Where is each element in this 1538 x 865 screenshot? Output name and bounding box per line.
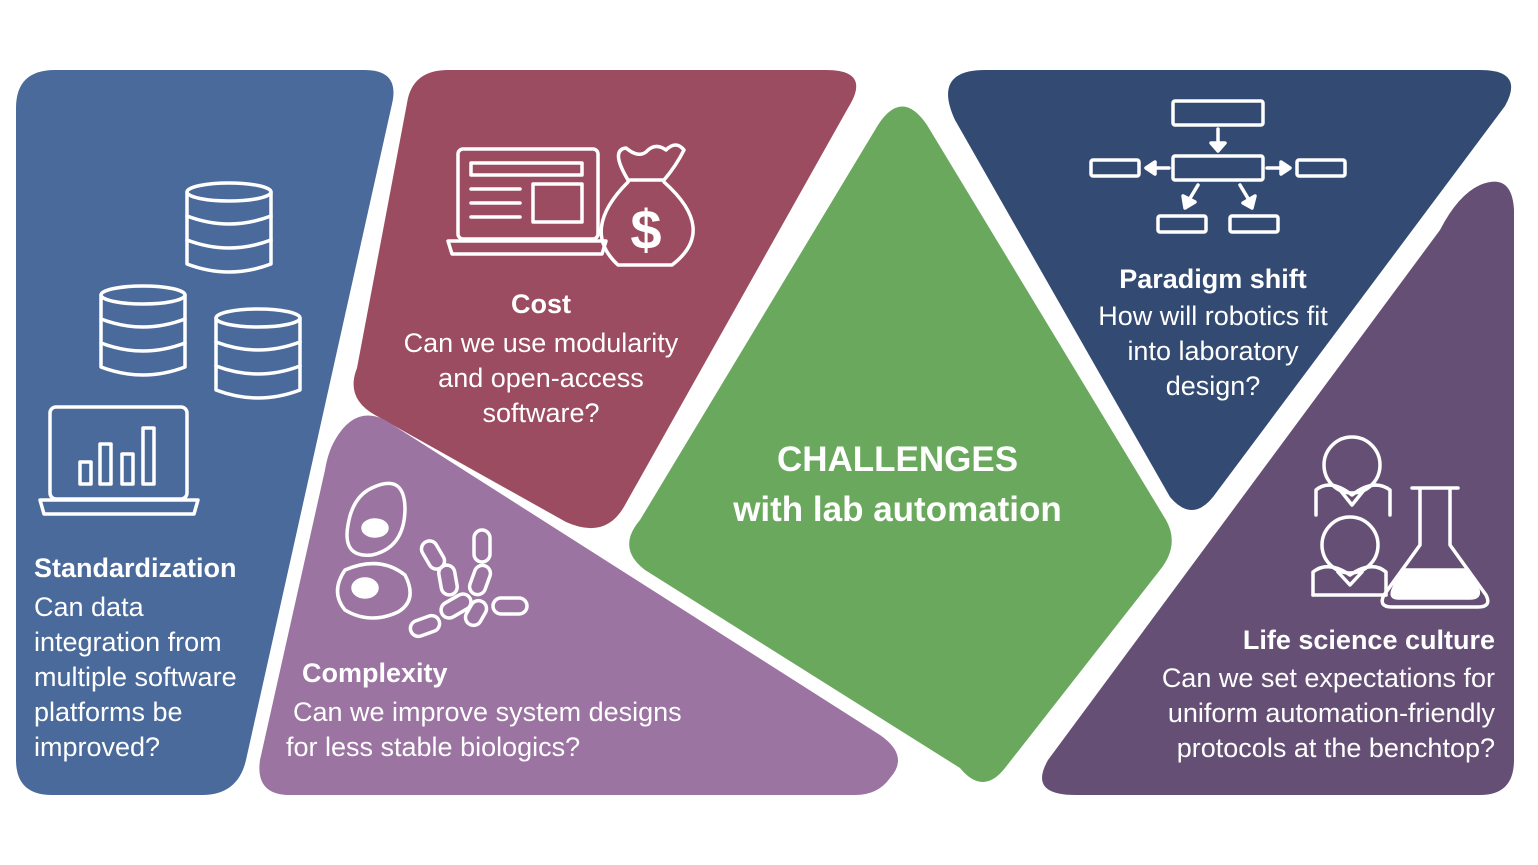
cost-text: Can we use modularity and open-access so… <box>381 326 701 431</box>
cells-icon <box>335 481 412 620</box>
text-line: Can data <box>34 592 144 622</box>
standardization-panel <box>16 70 394 795</box>
paradigm-text: How will robotics fit into laboratory de… <box>1068 299 1358 404</box>
text-line: How will robotics fit <box>1098 301 1328 331</box>
flask-icon <box>1380 486 1490 609</box>
standardization-title: Standardization <box>34 553 237 583</box>
text-line: into laboratory <box>1127 336 1299 366</box>
text-line: for less stable biologics? <box>286 732 581 762</box>
center-title: CHALLENGES <box>776 440 1019 479</box>
text-line: protocols at the benchtop? <box>1176 733 1495 763</box>
paradigm-panel <box>948 70 1512 510</box>
text-line: integration from <box>34 627 222 657</box>
text-line: Can we set expectations for <box>1161 663 1495 693</box>
bacteria-icon <box>408 528 529 639</box>
complexity-panel <box>259 415 898 795</box>
laptop-bar-chart-icon <box>38 405 200 516</box>
complexity-title: Complexity <box>302 658 448 688</box>
dollar-icon: $ <box>630 198 661 261</box>
standardization-text: Can data integration from multiple softw… <box>34 590 264 765</box>
paradigm-title: Paradigm shift <box>1119 264 1307 294</box>
cost-title: Cost <box>511 289 571 319</box>
laptop-icon <box>446 147 608 256</box>
database-stack-icon <box>99 181 302 400</box>
culture-panel <box>1042 181 1514 795</box>
text-line: Can we use modularity <box>403 328 679 358</box>
culture-title: Life science culture <box>1242 625 1495 655</box>
text-line: platforms be <box>34 697 183 727</box>
text-line: design? <box>1165 371 1261 401</box>
text-line: uniform automation-friendly <box>1167 698 1495 728</box>
center-subtitle: with lab automation <box>733 490 1062 529</box>
culture-text: Can we set expectations for uniform auto… <box>1100 661 1495 766</box>
cost-panel <box>353 70 857 529</box>
center-diamond <box>629 106 1172 782</box>
text-line: and open-access <box>438 363 644 393</box>
scientists-icon <box>1311 435 1392 597</box>
text-line: Can we improve system designs <box>293 697 682 727</box>
text-line: multiple software <box>34 662 237 692</box>
text-line: software? <box>482 398 600 428</box>
text-line: improved? <box>34 732 161 762</box>
flowchart-icon <box>1089 99 1347 234</box>
complexity-text: Can we improve system designs for less s… <box>286 695 746 765</box>
money-bag-icon <box>599 143 695 267</box>
center-title-block: CHALLENGES with lab automation <box>700 435 1095 535</box>
